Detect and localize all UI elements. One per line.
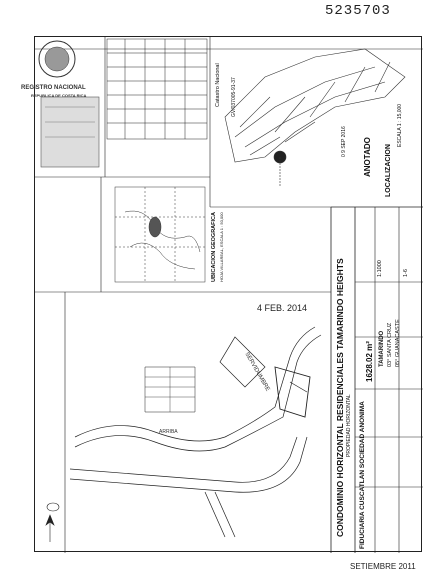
owner-name: FIDUCIARIA CUSCATLAN SOCIEDAD ANONIMA bbox=[359, 401, 366, 549]
anotado-stamp: ANOTADO bbox=[363, 137, 372, 177]
localizacion-map bbox=[224, 48, 406, 187]
catastro-label: Catastro Nacional bbox=[215, 63, 221, 107]
site-plan bbox=[69, 326, 322, 538]
area-value: 1628.02 m² bbox=[365, 341, 374, 382]
anotado-date: 0 9 SEP 2016 bbox=[341, 126, 347, 157]
north-arrow bbox=[45, 502, 60, 542]
date-stamp: 4 FEB. 2014 bbox=[257, 303, 308, 313]
canton-name: 03° SANTA CRUZ bbox=[387, 322, 393, 367]
catastro-code: GV/037005-91-37 bbox=[231, 77, 237, 117]
registry-seal: REGISTRO NACIONAL REPUBLICA DE COSTA RIC… bbox=[21, 37, 101, 177]
coordinates-table bbox=[106, 38, 208, 140]
localizacion-scale: ESCALA 1 : 15,000 bbox=[397, 103, 403, 147]
scale-value: 1:1000 bbox=[377, 260, 383, 277]
seal-line-2: REPUBLICA DE COSTA RICA bbox=[31, 93, 87, 98]
localizacion-label: LOCALIZACION bbox=[385, 144, 392, 197]
subtitle: PROPIEDAD HORIZONTAL bbox=[346, 394, 352, 457]
document-number: 5235703 bbox=[325, 3, 391, 19]
ubicacion-title: UBICACION GEOGRAFICA bbox=[211, 212, 217, 282]
survey-drawing bbox=[35, 37, 423, 553]
province-name: 05° GUANACASTE bbox=[395, 319, 401, 367]
sheet-number: 1-6 bbox=[403, 269, 409, 277]
footer-date: SETIEMBRE 2011 bbox=[350, 562, 416, 571]
survey-sheet: REGISTRO NACIONAL REPUBLICA DE COSTA RIC… bbox=[21, 36, 423, 553]
arriba-label: ARRIBA bbox=[159, 429, 178, 435]
ubicacion-map bbox=[114, 186, 206, 283]
district-name: TAMARINDO bbox=[379, 330, 385, 367]
seal-line-1: REGISTRO NACIONAL bbox=[21, 85, 86, 91]
main-title: CONDOMINIO HORIZONTAL RESIDENCIALES TAMA… bbox=[335, 258, 345, 537]
ubicacion-subtitle: HOJA VILLAREAL, ESCALA 1 : 50,000 bbox=[219, 212, 224, 282]
